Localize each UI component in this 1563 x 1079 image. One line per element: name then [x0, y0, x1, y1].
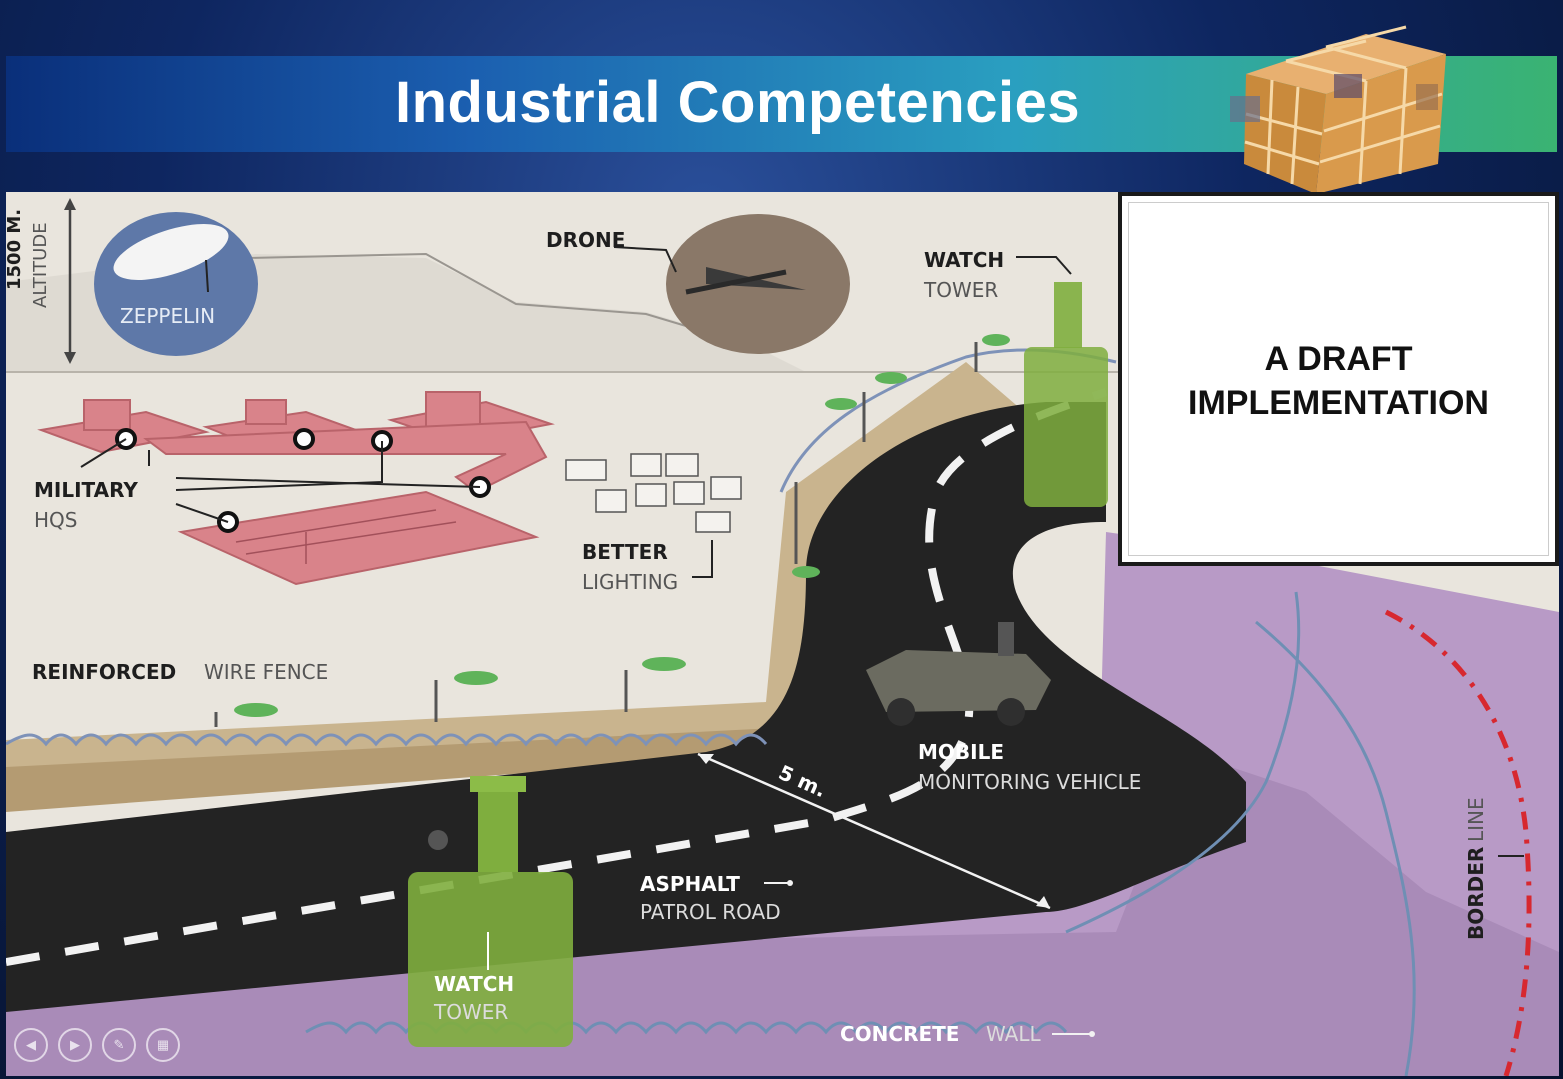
drone-label: DRONE [546, 228, 626, 252]
fence-label-bold: REINFORCED [32, 660, 177, 684]
watch-tower-top-label-bold: WATCH [924, 248, 1005, 272]
slides-icon[interactable]: ▦ [146, 1028, 180, 1062]
slide-title: Industrial Competencies [395, 70, 1081, 135]
military-label-bold: MILITARY [34, 478, 138, 502]
draft-line-1: A DRAFT [1264, 340, 1413, 378]
arrow-right-icon[interactable]: ▶ [58, 1028, 92, 1062]
wall-label-bold: CONCRETE [840, 1022, 960, 1046]
draft-line-2: IMPLEMENTATION [1188, 384, 1489, 422]
fence-label-light: WIRE FENCE [204, 660, 329, 684]
watch-tower-top-label-light: TOWER [924, 278, 999, 302]
better-lighting-label-bold: BETTER [582, 540, 668, 564]
altitude-label: ALTITUDE [30, 222, 51, 308]
cube-logo [1230, 25, 1446, 194]
wall-label-light: WALL [986, 1022, 1041, 1046]
vehicle-label-light: MONITORING VEHICLE [918, 770, 1142, 794]
watch-tower-bottom-label-light: TOWER [434, 1000, 509, 1024]
zeppelin-label: ZEPPELIN [120, 304, 216, 328]
watch-tower-bottom-label-bold: WATCH [434, 972, 515, 996]
road-label-light: PATROL ROAD [640, 900, 781, 924]
better-lighting-label-light: LIGHTING [582, 570, 679, 594]
military-label-light: HQS [34, 508, 78, 532]
arrow-left-icon[interactable]: ◀ [14, 1028, 48, 1062]
border-label-bold: BORDER [1464, 846, 1488, 940]
vehicle-label-bold: MOBILE [918, 740, 1004, 764]
altitude-value: 1500 M. [6, 208, 25, 290]
pen-icon[interactable]: ✎ [102, 1028, 136, 1062]
draft-box-inner-frame [1128, 202, 1549, 556]
draft-implementation-box: A DRAFT IMPLEMENTATION [1118, 192, 1559, 566]
border-label-light: LINE [1464, 797, 1488, 842]
road-label-bold: ASPHALT [640, 872, 740, 896]
